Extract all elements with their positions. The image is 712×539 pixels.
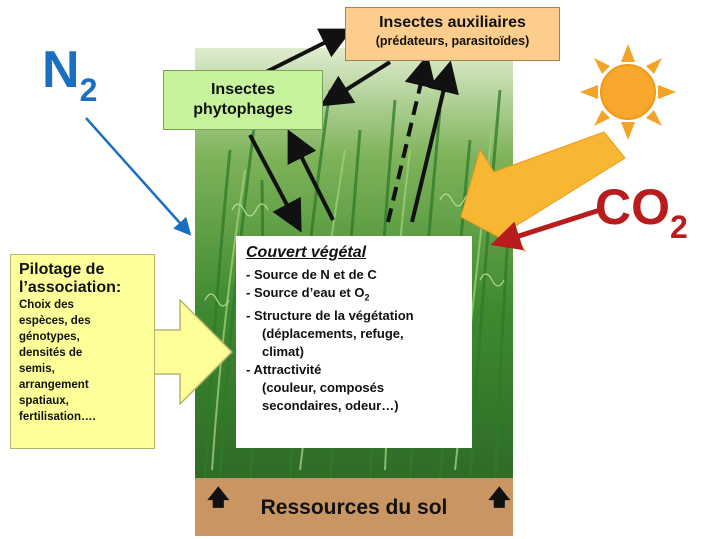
source-nc-item: - Source de N et de C [246, 267, 377, 282]
source-eau-text: - Source d’eau et O [246, 285, 365, 300]
arrow-aux-to-couvert [410, 60, 459, 223]
co2-subscript: 2 [670, 209, 688, 245]
ressources-sol-label: Ressources du sol [260, 496, 448, 519]
attractivite-detail-2: secondaires, odeur…) [262, 397, 399, 413]
arrow-couvert-to-aux-dashed [386, 54, 436, 223]
co2-arrow [490, 207, 601, 251]
attractivite-detail-1: (couleur, composés [262, 379, 385, 395]
insectes-auxiliaires-title: Insectes auxiliaires [379, 14, 526, 31]
pilotage-body-7: spatiaux, [19, 395, 69, 407]
couvert-vegetal-box: Couvert végétal - Source de N et de C - … [236, 236, 472, 448]
co2-label: CO2 [595, 178, 688, 246]
pilotage-heading-1: Pilotage de [19, 261, 105, 278]
arrow-aux-to-phyto [319, 60, 392, 107]
n2-arrow [85, 117, 192, 236]
n2-subscript: 2 [79, 72, 98, 108]
n2-symbol: N [42, 41, 80, 99]
structure-detail-1: (déplacements, refuge, [262, 325, 404, 341]
pilotage-heading-2: l’association: [19, 279, 122, 296]
pilotage-box: Pilotage de l’association: Choix des esp… [10, 254, 155, 449]
insectes-phytophages-line2: phytophages [193, 101, 293, 118]
insectes-phytophages-line1: Insectes [210, 81, 276, 98]
arrow-phyto-to-couvert [248, 134, 302, 233]
ressources-sol-box: Ressources du sol [195, 478, 513, 536]
arrow-couvert-to-phyto [287, 129, 335, 221]
source-eau-item: - Source d’eau et O2 [246, 284, 462, 307]
insectes-auxiliaires-box: Insectes auxiliaires (prédateurs, parasi… [345, 7, 560, 61]
n2-label: N2 [42, 40, 97, 109]
insectes-auxiliaires-subtitle: (prédateurs, parasitoïdes) [375, 34, 530, 48]
sun-icon [580, 44, 676, 140]
pilotage-body-6: arrangement [19, 379, 89, 391]
structure-item: - Structure de la végétation [246, 307, 414, 323]
co2-symbol: CO [595, 179, 670, 235]
pilotage-body-4: densités de [19, 347, 83, 359]
pilotage-body-1: Choix des [19, 299, 74, 311]
insectes-phytophages-box: Insectes phytophages [163, 70, 323, 130]
pilotage-body-3: génotypes, [19, 331, 80, 343]
pilotage-body-5: semis, [19, 363, 55, 375]
pilotage-body-2: espèces, des [19, 315, 91, 327]
arrow-phyto-to-aux [261, 28, 353, 76]
pilotage-body-8: fertilisation…. [19, 411, 96, 423]
structure-detail-2: climat) [262, 343, 304, 359]
attractivite-item: - Attractivité [246, 361, 322, 377]
up-arrow-icon-right: 🡅 [488, 485, 511, 510]
couvert-vegetal-title: Couvert végétal [246, 244, 367, 261]
pilotage-block-arrow [149, 298, 234, 406]
up-arrow-icon-left: 🡅 [207, 485, 230, 510]
source-eau-subscript: 2 [364, 292, 370, 303]
interaction-arrows [248, 28, 459, 233]
